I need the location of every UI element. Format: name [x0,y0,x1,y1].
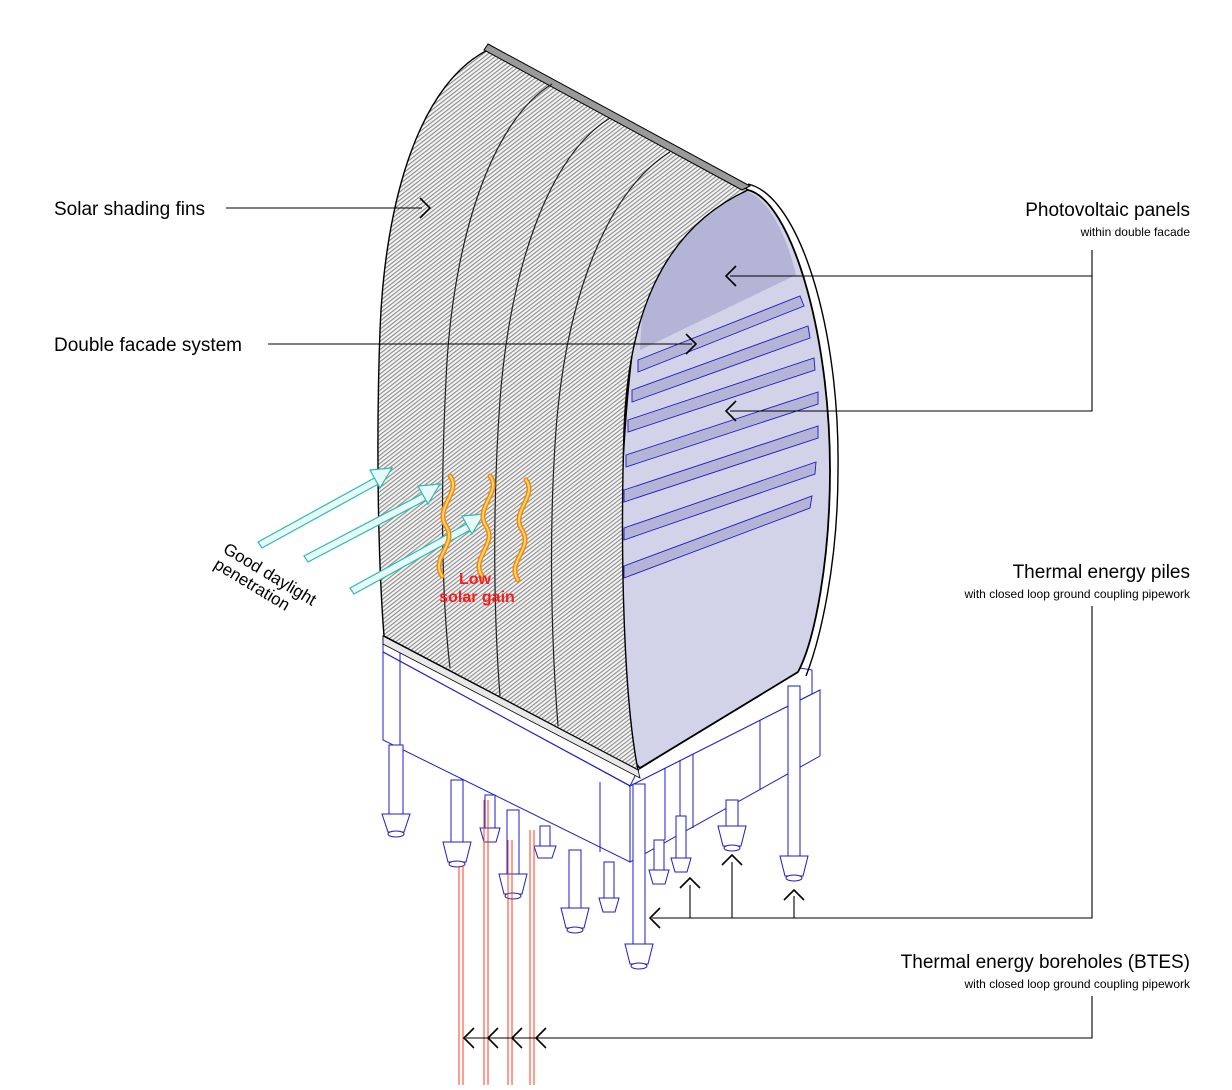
daylight-label: Good daylight penetration [211,539,320,615]
thermal-piles [381,685,809,970]
pile [479,794,501,843]
pile [648,839,670,885]
daylight-arrows [257,467,486,595]
heat-wave-icon [512,477,532,583]
pile [717,799,747,852]
label-double-facade: Double facade system [54,335,242,356]
chevron-arrow-icon [648,907,661,929]
label-solar-shading-fins: Solar shading fins [54,199,205,220]
chevron-arrow-icon [679,876,701,889]
heat-wave-icon [436,473,456,579]
pile [624,783,654,970]
chevron-arrow-icon [783,888,805,901]
chevron-arrow-icon [419,197,432,219]
label-thermal-piles-sub: with closed loop ground coupling pipewor… [964,587,1191,601]
heat-waves [436,473,532,583]
daylight-arrow-icon [257,467,394,549]
pile [560,849,590,934]
building [377,43,839,863]
chevron-arrow-icon [724,400,737,422]
pile [670,815,692,873]
label-thermal-piles: Thermal energy piles [1013,562,1190,583]
pile [498,809,528,900]
chevron-arrow-icon [462,1027,475,1049]
chevron-arrow-icon [685,333,698,355]
daylight-arrow-icon [349,513,486,595]
chevron-arrow-icon [534,1027,547,1049]
label-pv-panels-sub: within double facade [1080,225,1191,239]
facade-rim [747,183,839,677]
low-solar-gain-line1: Low [459,571,492,588]
chevron-arrow-icon [486,1027,499,1049]
fins-top-ridge [483,43,752,191]
heat-wave-icon [476,473,496,579]
fin-ribs [441,83,671,727]
pile [381,744,411,838]
pile [442,779,472,868]
label-boreholes-sub: with closed loop ground coupling pipewor… [964,977,1191,991]
chevron-arrow-icon [721,853,743,866]
pile [598,861,620,913]
chevron-arrow-icon [510,1027,523,1049]
label-pv-panels: Photovoltaic panels [1025,200,1190,221]
leader-lines [226,197,1093,1049]
pile [533,825,557,859]
low-solar-gain-line2: solar gain [439,589,515,606]
daylight-arrow-icon [303,483,442,563]
pile [779,685,809,882]
label-boreholes: Thermal energy boreholes (BTES) [901,952,1190,973]
chevron-arrow-icon [724,265,737,287]
